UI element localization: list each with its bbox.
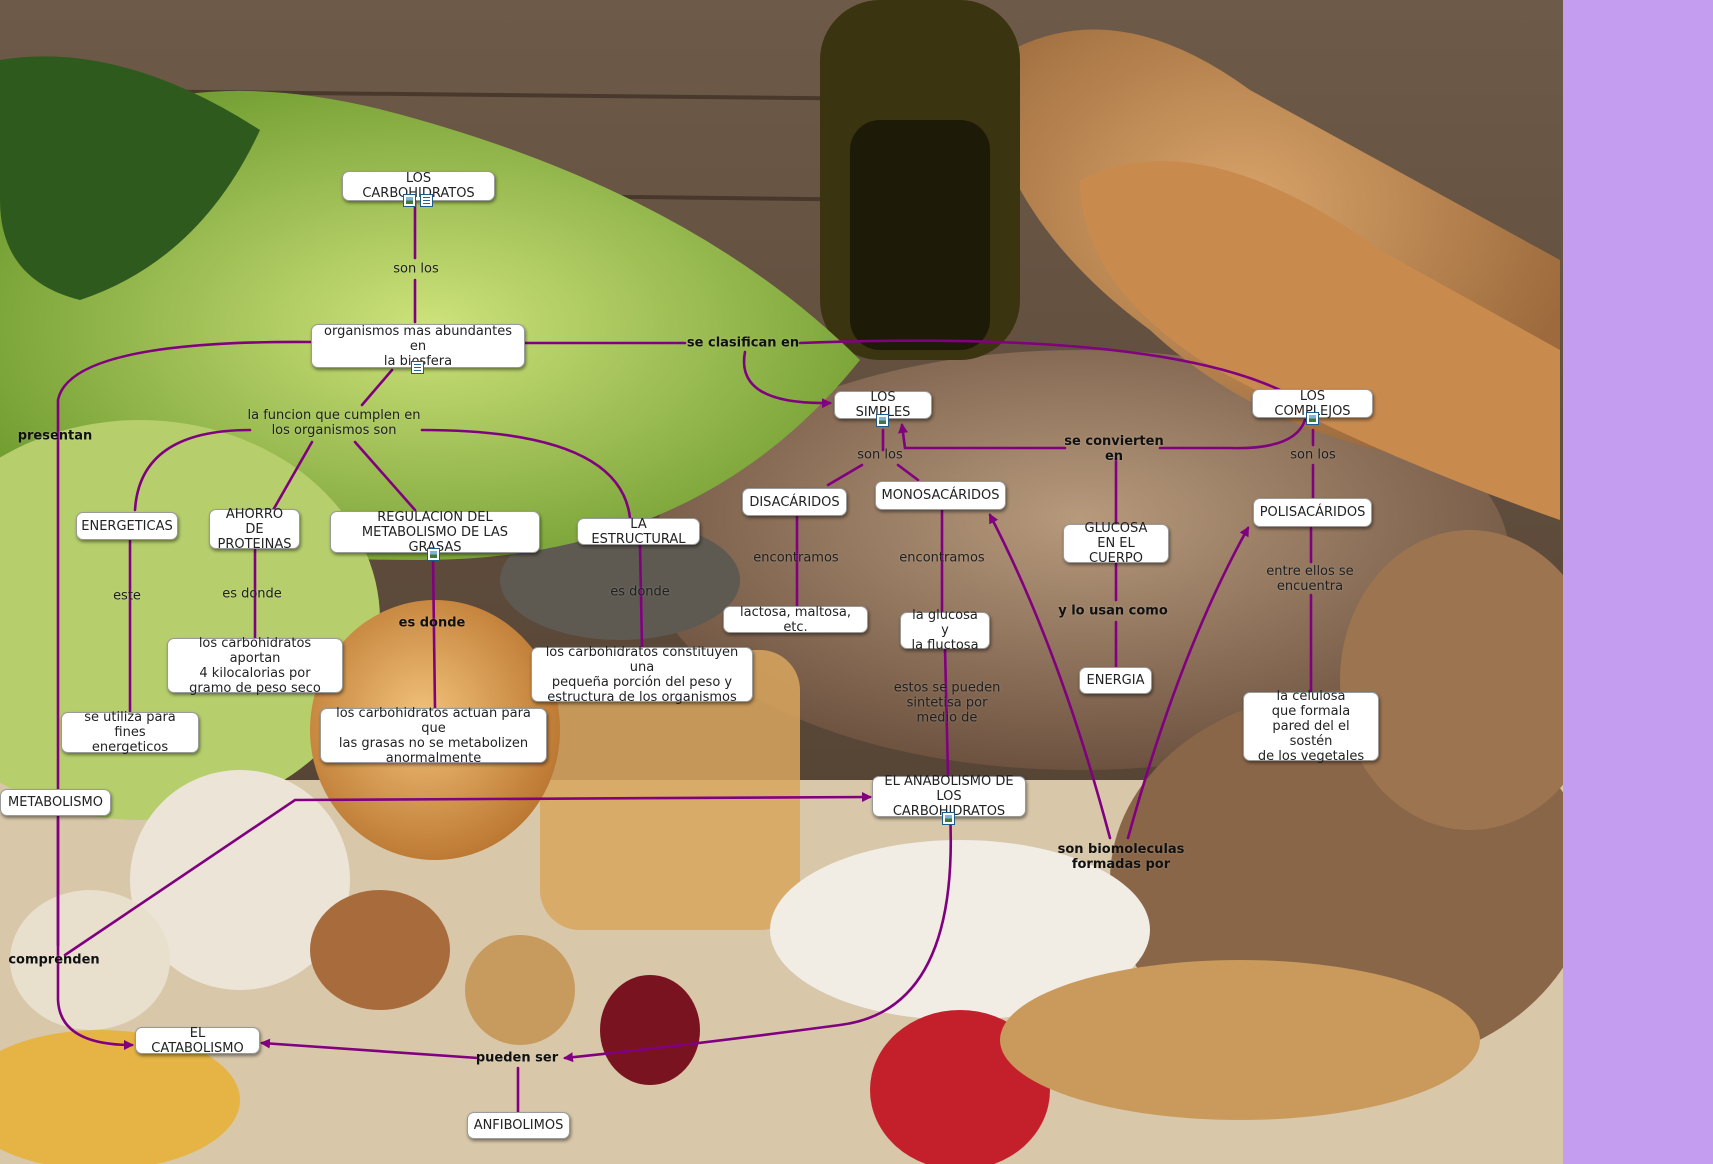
- image-icon[interactable]: [427, 548, 440, 561]
- node-pequena-porcion[interactable]: los carbohidratos constituyen una pequeñ…: [531, 645, 753, 705]
- link-son-los-3[interactable]: son los: [1290, 447, 1336, 463]
- node-metabolismo[interactable]: METABOLISMO: [0, 789, 111, 816]
- document-icon[interactable]: [411, 361, 424, 374]
- node-anfibolimos[interactable]: ANFIBOLIMOS: [467, 1112, 570, 1139]
- node-polisacaridos[interactable]: POLISACÁRIDOS: [1253, 498, 1372, 527]
- line-estructural-pequena: [638, 543, 644, 649]
- node-glucosa-cuerpo[interactable]: GLUCOSA EN EL CUERPO: [1063, 521, 1169, 566]
- link-son-los-1[interactable]: son los: [393, 261, 439, 277]
- line-funcion-regulacion: [353, 440, 417, 512]
- node-fines-energeticos[interactable]: se utiliza para fines energeticos: [61, 710, 199, 755]
- link-funcion[interactable]: la funcion que cumplen en los organismos…: [247, 408, 421, 438]
- link-estos-pueden[interactable]: estos se pueden sintetisa por medio de: [893, 680, 1001, 726]
- node-disacaridos[interactable]: DISACÁRIDOS: [742, 488, 847, 516]
- image-icon[interactable]: [942, 812, 955, 825]
- link-es-donde-2[interactable]: es donde: [398, 615, 466, 631]
- line-convierten-simples: [898, 423, 1067, 450]
- node-kilocalorias[interactable]: los carbohidratos aportan 4 kilocalorias…: [167, 636, 343, 696]
- node-organismos[interactable]: organismos mas abundantes en la biosfera: [311, 324, 525, 369]
- line-puedenser-catabolismo: [260, 1038, 480, 1060]
- link-encontramos-1[interactable]: encontramos: [753, 550, 839, 566]
- line-funcion-ahorro: [270, 440, 314, 514]
- line-comprenden-anabolismo: [63, 792, 872, 957]
- node-anabolismo[interactable]: EL ANABOLISMO DE LOS CARBOHIDRATOS: [872, 774, 1026, 819]
- image-icon[interactable]: [876, 414, 889, 427]
- side-panel: [1563, 0, 1713, 1164]
- link-biomoleculas[interactable]: son biomoleculas formadas por: [1057, 842, 1185, 872]
- node-ahorro-proteinas[interactable]: AHORRO DE PROTEINAS: [209, 507, 300, 552]
- concept-map-connections: [56, 198, 1315, 1114]
- node-lactosa[interactable]: lactosa, maltosa, etc.: [723, 605, 868, 635]
- line-organismos-presentan: [56, 340, 314, 1050]
- node-catabolismo[interactable]: EL CATABOLISMO: [135, 1026, 260, 1056]
- link-se-convierten[interactable]: se convierten en: [1064, 434, 1164, 464]
- line-funcion-estructural: [420, 428, 632, 520]
- line-organismos-funcion: [360, 368, 394, 407]
- line-anabolismo-puedenser: [563, 810, 953, 1063]
- line-sonlos-monosacaridos: [896, 463, 920, 482]
- node-monosacaridos[interactable]: MONOSACÁRIDOS: [875, 481, 1006, 510]
- link-es-donde-1[interactable]: es donde: [222, 586, 282, 602]
- document-icon[interactable]: [420, 194, 433, 207]
- line-glucosafluctosa-anabolismo: [943, 646, 950, 778]
- link-comprenden[interactable]: comprenden: [8, 952, 100, 968]
- line-regulacion-actuan: [431, 556, 437, 710]
- line-biomol-polisacaridos: [1126, 526, 1250, 840]
- line-sonlos-disacaridos: [826, 463, 864, 487]
- line-clasifican-simples: [742, 350, 832, 409]
- image-icon[interactable]: [403, 194, 416, 207]
- line-clasifican-complejos: [798, 339, 1282, 392]
- link-pueden-ser[interactable]: pueden ser: [475, 1050, 559, 1066]
- link-presentan[interactable]: presentan: [17, 428, 93, 444]
- line-biomol-monosacaridos: [988, 513, 1112, 840]
- link-se-clasifican[interactable]: se clasifican en: [686, 335, 800, 351]
- link-lo-usan[interactable]: y lo usan como: [1058, 603, 1168, 619]
- link-encontramos-2[interactable]: encontramos: [899, 550, 985, 566]
- node-actuan[interactable]: los carbohidratos actuan para que las gr…: [320, 706, 547, 766]
- link-son-los-2[interactable]: son los: [857, 447, 903, 463]
- node-energia[interactable]: ENERGIA: [1079, 667, 1152, 694]
- link-es-donde-3[interactable]: es donde: [610, 584, 670, 600]
- image-icon[interactable]: [1306, 412, 1319, 425]
- node-glucosa-fluctosa[interactable]: la glucosa y la fluctosa: [900, 608, 990, 653]
- node-energeticas[interactable]: ENERGETICAS: [76, 512, 178, 540]
- node-los-carbohidratos[interactable]: LOS CARBOHIDRATOS: [342, 171, 495, 201]
- link-entre-ellos[interactable]: entre ellos se encuentra: [1266, 564, 1354, 594]
- node-celulosa[interactable]: la celulosa que formala pared del el sos…: [1243, 689, 1379, 764]
- node-estructural[interactable]: LA ESTRUCTURAL: [577, 517, 700, 547]
- line-funcion-energeticas: [133, 428, 252, 512]
- node-regulacion[interactable]: REGULACION DEL METABOLISMO DE LAS GRASAS: [330, 510, 540, 555]
- line-complejos-convierten: [1158, 418, 1307, 450]
- link-este[interactable]: este: [113, 588, 141, 604]
